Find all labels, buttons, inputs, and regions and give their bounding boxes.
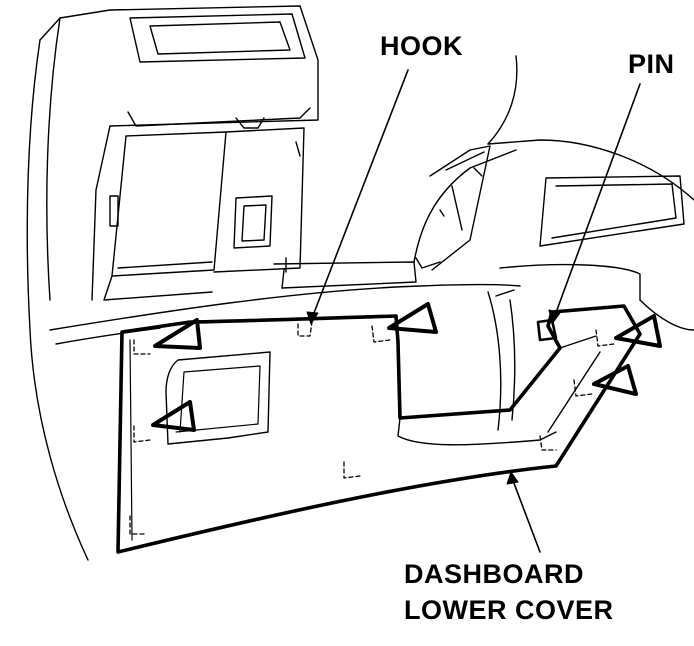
- clip-right-3: [539, 435, 557, 451]
- cover-leader: [511, 477, 541, 553]
- cover-outline: [116, 304, 642, 554]
- dashboard-lower-cover-label-line1: DASHBOARD: [404, 559, 584, 589]
- hook-arrowhead: [306, 311, 319, 325]
- hook-label: HOOK: [380, 31, 463, 61]
- dashboard-lower-cover: [116, 304, 642, 554]
- pin-label: PIN: [628, 49, 675, 79]
- triangle-icon-right-low: [592, 364, 638, 396]
- triangle-icon-right-top: [614, 314, 662, 348]
- triangle-icon-center: [387, 302, 438, 334]
- clip-left-mid: [133, 425, 151, 443]
- clip-hook-1: [297, 321, 313, 337]
- clip-triangle-icons: [151, 302, 662, 432]
- triangle-icon-left-top: [153, 318, 202, 350]
- dashboard-lower-cover-label-line2: LOWER COVER: [404, 595, 614, 625]
- clip-left-low: [129, 515, 147, 535]
- clip-right-2: [573, 379, 593, 397]
- clip-center-top: [371, 325, 391, 343]
- pin-arrowhead: [548, 309, 561, 325]
- hook-leader: [311, 69, 409, 319]
- pin-shape: [536, 318, 558, 342]
- pin-leader: [553, 83, 641, 319]
- leader-lines: [306, 69, 641, 553]
- clip-locations: [129, 321, 615, 535]
- cover-pocket: [165, 351, 271, 445]
- triangle-icon-left-mid: [151, 400, 196, 432]
- clip-right-1: [595, 329, 615, 347]
- clip-center-low: [343, 461, 361, 479]
- dashboard-background: [26, 5, 694, 561]
- cover-arrowhead: [506, 471, 519, 485]
- clip-left-top: [133, 339, 151, 355]
